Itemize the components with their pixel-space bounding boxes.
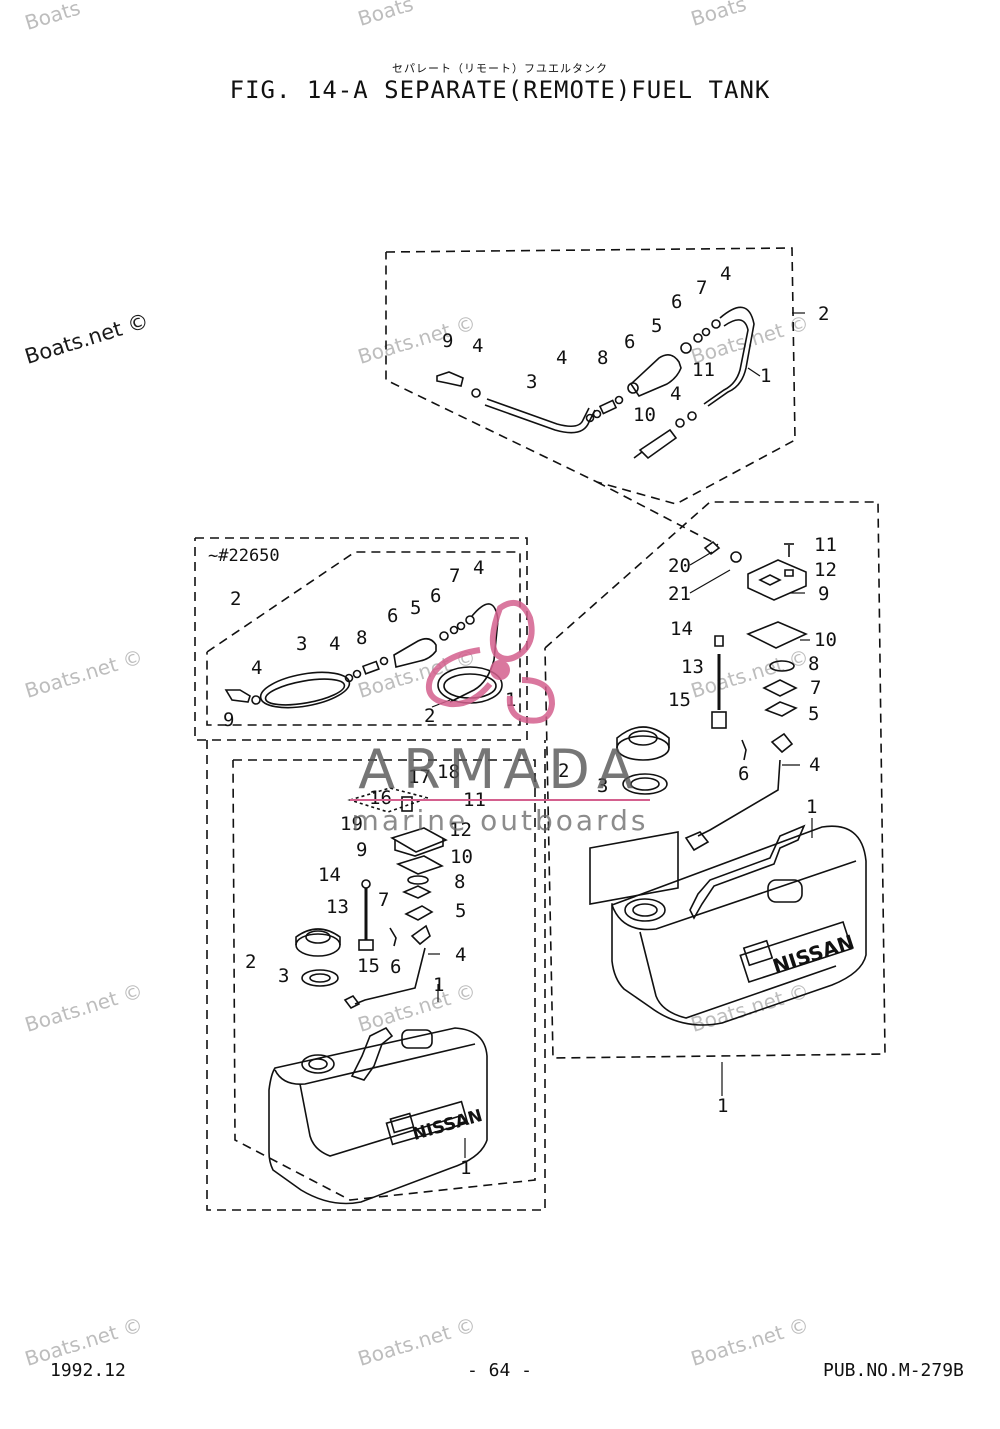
label-14: 14: [670, 618, 693, 640]
label-15: 15: [668, 689, 691, 711]
serial-note: ~#22650: [208, 546, 280, 566]
label-18: 18: [437, 761, 460, 783]
label-21: 21: [668, 583, 691, 605]
label-20: 20: [668, 555, 691, 577]
label-4: 4: [809, 754, 820, 776]
label-2: 2: [245, 951, 256, 973]
label-3: 3: [296, 633, 307, 655]
right-tank-frame: [544, 501, 886, 1059]
label-12: 12: [449, 819, 472, 841]
label-4: 4: [670, 383, 681, 405]
label-4: 4: [556, 347, 567, 369]
label-8: 8: [454, 871, 465, 893]
label-13: 13: [326, 896, 349, 918]
label-3: 3: [597, 775, 608, 797]
inset-hose-assembly: [224, 603, 503, 709]
top-hose-frame: [385, 247, 796, 546]
footer-page-number: - 64 -: [467, 1360, 533, 1381]
label-3: 3: [526, 371, 537, 393]
label-10: 10: [633, 404, 656, 426]
label-5: 5: [651, 315, 662, 337]
label-11: 11: [814, 534, 837, 556]
top-hose-assembly: [436, 306, 755, 460]
label-5: 5: [410, 597, 421, 619]
label-5: 5: [455, 900, 466, 922]
label-17: 17: [408, 766, 431, 788]
label-9: 9: [223, 709, 234, 731]
label-2: 2: [230, 588, 241, 610]
label-10: 10: [450, 846, 473, 868]
label-6: 6: [624, 331, 635, 353]
left-tank-brand: NISSAN: [410, 1106, 484, 1145]
japanese-title: セパレート（リモート）フユエルタンク: [392, 62, 608, 75]
label-4: 4: [473, 557, 484, 579]
label-1-bottom: 1: [717, 1095, 728, 1117]
footer-pub-number: PUB.NO.M-279B: [823, 1360, 964, 1381]
left-tank-gauge-parts: [295, 787, 448, 1010]
label-6: 6: [387, 605, 398, 627]
label-4: 4: [455, 944, 466, 966]
armada-name: ARMADA: [358, 738, 642, 801]
label-2: 2: [818, 303, 829, 325]
label-15: 15: [357, 955, 380, 977]
label-1: 1: [806, 796, 817, 818]
right-fuel-tank: [611, 824, 867, 1026]
label-9: 9: [442, 330, 453, 352]
label-4: 4: [472, 335, 483, 357]
label-9: 9: [356, 839, 367, 861]
label-7: 7: [378, 889, 389, 911]
armada-tagline: marine outboards: [352, 804, 649, 837]
label-14: 14: [318, 864, 341, 886]
label-1: 1: [433, 974, 444, 996]
armada-logo: ARMADA marine outboards: [350, 599, 650, 837]
label-6: 6: [738, 763, 749, 785]
label-7: 7: [810, 677, 821, 699]
left-tank-frame: [206, 740, 546, 1211]
label-6: 6: [390, 956, 401, 978]
label-4: 4: [329, 633, 340, 655]
label-8: 8: [808, 653, 819, 675]
label-13: 13: [681, 656, 704, 678]
label-9: 9: [818, 583, 829, 605]
label-5: 5: [808, 703, 819, 725]
armada-propeller-icon: [426, 599, 556, 724]
figure-title: FIG. 14-A SEPARATE(REMOTE)FUEL TANK: [229, 76, 771, 104]
label-12: 12: [814, 559, 837, 581]
label-11: 11: [692, 359, 715, 381]
label-6: 6: [430, 585, 441, 607]
label-7: 7: [696, 277, 707, 299]
label-10: 10: [814, 629, 837, 651]
inset-hose-frame: [194, 537, 528, 741]
label-8: 8: [356, 627, 367, 649]
right-tank-gauge-parts: [589, 540, 808, 905]
label-7: 7: [449, 565, 460, 587]
label-3: 3: [278, 965, 289, 987]
label-8: 8: [597, 347, 608, 369]
label-1-bottom: 1: [460, 1157, 471, 1179]
label-16: 16: [369, 787, 392, 809]
label-6: 6: [671, 291, 682, 313]
label-2: 2: [424, 705, 435, 727]
label-4: 4: [720, 263, 731, 285]
footer-date: 1992.12: [50, 1360, 126, 1381]
label-1: 1: [760, 365, 771, 387]
left-fuel-tank: [268, 1026, 488, 1205]
label-2: 2: [558, 760, 569, 782]
right-tank-brand: NISSAN: [770, 930, 858, 979]
label-4: 4: [251, 657, 262, 679]
label-19: 19: [340, 813, 363, 835]
